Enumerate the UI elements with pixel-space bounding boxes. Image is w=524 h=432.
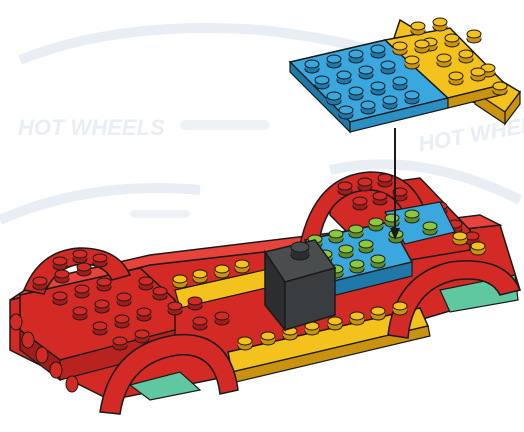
- yellow-stud: [350, 312, 364, 325]
- blue-plate-stud: [381, 61, 395, 74]
- yellow-plate-stud: [433, 18, 447, 31]
- blue-plate-stud: [349, 50, 363, 63]
- lime-stud: [339, 245, 353, 258]
- blue-plate-stud: [361, 101, 375, 114]
- yellow-plate-stud: [445, 34, 459, 47]
- yellow-plate-stud: [415, 40, 429, 53]
- blue-plate-stud: [383, 96, 397, 109]
- yellow-plate-stud: [493, 82, 507, 95]
- lime-stud: [369, 218, 383, 231]
- red-stud: [353, 197, 367, 210]
- red-stud: [358, 178, 372, 191]
- yellow-plate-stud: [411, 22, 425, 35]
- red-stud: [135, 330, 149, 343]
- red-stud: [55, 270, 69, 283]
- blue-plate-stud: [349, 87, 363, 100]
- yellow-stud: [193, 270, 207, 283]
- yellow-stud: [328, 317, 342, 330]
- red-stud: [168, 302, 182, 315]
- blue-plate-stud: [405, 91, 419, 104]
- watermark-text-left: HOT WHEELS: [18, 115, 165, 140]
- yellow-plate-stud: [467, 30, 481, 43]
- lime-stud: [423, 222, 437, 235]
- red-stud: [215, 312, 229, 325]
- yellow-plate-stud: [405, 56, 419, 69]
- red-stud: [75, 285, 89, 298]
- red-stud: [378, 174, 392, 187]
- yellow-stud: [238, 337, 252, 350]
- yellow-stud: [261, 332, 275, 345]
- blue-plate-stud: [393, 77, 407, 90]
- lime-stud: [349, 225, 363, 238]
- blue-plate-stud: [337, 71, 351, 84]
- yellow-stud: [453, 232, 467, 245]
- lime-stud: [329, 230, 343, 243]
- red-stud: [53, 257, 67, 270]
- red-stud: [33, 277, 47, 290]
- blue-plate-stud: [327, 92, 341, 105]
- lime-stud: [359, 240, 373, 253]
- yellow-plate-stud: [437, 54, 451, 67]
- red-stud: [113, 337, 127, 350]
- lime-stud: [371, 255, 385, 268]
- yellow-stud: [215, 265, 229, 278]
- red-stud: [73, 250, 87, 263]
- lime-stud: [350, 260, 364, 273]
- red-stud: [95, 300, 109, 313]
- blue-plate-stud: [305, 60, 319, 73]
- red-stud: [115, 315, 129, 328]
- red-stud: [153, 287, 167, 300]
- red-stud: [53, 292, 67, 305]
- red-stud: [193, 317, 207, 330]
- blue-plate-stud: [359, 66, 373, 79]
- red-stud: [77, 263, 91, 276]
- blue-plate-stud: [371, 82, 385, 95]
- lime-stud: [385, 214, 399, 227]
- yellow-plate-stud: [459, 50, 473, 63]
- yellow-plate-stud: [471, 68, 485, 81]
- yellow-plate-stud: [393, 42, 407, 55]
- yellow-plate-stud: [449, 72, 463, 85]
- red-stud: [373, 192, 387, 205]
- red-stud: [93, 322, 107, 335]
- yellow-stud: [471, 242, 485, 255]
- blue-plate-stud: [371, 45, 385, 58]
- yellow-stud: [173, 275, 187, 288]
- red-stud: [188, 297, 202, 310]
- red-stud: [93, 254, 107, 267]
- blue-plate-stud: [339, 106, 353, 119]
- blue-plate-stud: [327, 55, 341, 68]
- red-stud: [137, 308, 151, 321]
- red-stud: [97, 278, 111, 291]
- lime-stud: [405, 210, 419, 223]
- yellow-stud: [235, 260, 249, 273]
- yellow-stud: [393, 302, 407, 315]
- red-stud: [338, 182, 352, 195]
- red-stud: [117, 293, 131, 306]
- black-brick: [265, 240, 335, 330]
- red-stud: [73, 307, 87, 320]
- blue-plate-stud: [315, 76, 329, 89]
- yellow-stud: [371, 307, 385, 320]
- red-stud: [139, 277, 153, 290]
